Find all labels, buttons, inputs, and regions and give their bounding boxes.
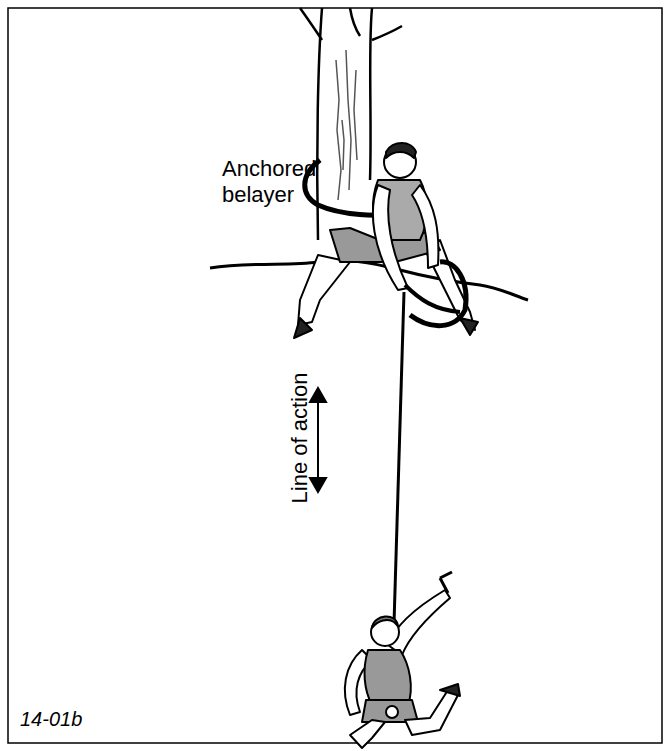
- belayer-leg-left: [298, 255, 350, 325]
- part-label: Anchored belayer: [222, 156, 322, 208]
- belayer-shoes: [294, 318, 478, 338]
- rope-belay: [405, 285, 460, 312]
- line-of-action-arrow: [310, 388, 326, 492]
- climber-leg-left: [350, 720, 385, 748]
- arrow-shaft: [317, 395, 319, 485]
- climber-shoe: [440, 684, 460, 696]
- belayer-figure: [294, 143, 478, 338]
- ice-axe: [440, 578, 448, 593]
- climber-vest: [365, 650, 411, 705]
- arrow-head: [310, 478, 326, 492]
- tree-branch: [300, 8, 322, 40]
- arrow-head: [310, 388, 326, 402]
- tree-trunk-right: [370, 8, 372, 180]
- belayer-arm-right: [412, 185, 438, 268]
- rope-slack-loop: [410, 262, 466, 326]
- ice-axe: [440, 572, 452, 578]
- belayer-hair: [386, 143, 416, 158]
- tie-in-knot: [386, 706, 398, 718]
- climber-hair: [372, 616, 398, 628]
- annotation-label: Line of action: [287, 373, 313, 504]
- bark-texture: [336, 50, 357, 200]
- ground-edge: [210, 260, 528, 300]
- figure-number: 14-01b: [20, 706, 140, 732]
- climber-leg-right: [405, 690, 458, 735]
- climber-figure: [345, 572, 460, 748]
- tree-branch: [372, 26, 402, 40]
- belayer-arm-left: [373, 185, 408, 290]
- frame: [8, 8, 662, 743]
- tree-branch: [350, 8, 360, 36]
